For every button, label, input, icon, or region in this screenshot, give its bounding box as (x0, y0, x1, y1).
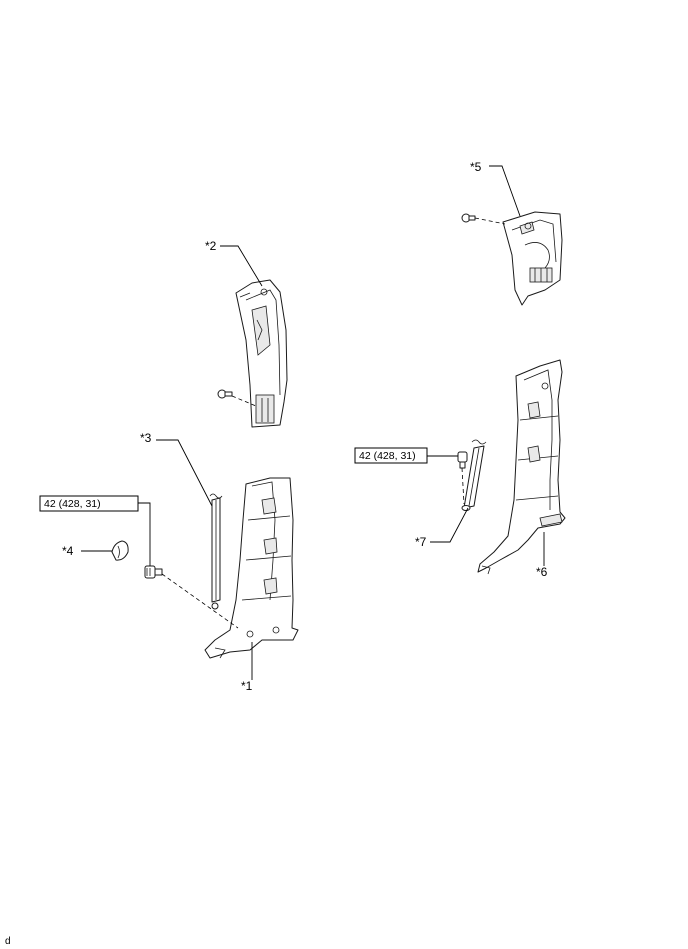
torque-callout-left: 42 (428, 31) (39, 495, 139, 512)
upper-garnish-part5 (502, 211, 563, 306)
torque-value-right: 42 (428, 31) (359, 450, 416, 462)
dashed-guide-part2 (231, 395, 257, 407)
leader-part7 (430, 507, 469, 543)
label-part1: *1 (241, 679, 253, 693)
clip-icon-part2 (217, 389, 233, 399)
upper-pillar-garnish-part2 (235, 279, 288, 428)
weatherstrip-part7 (461, 439, 487, 511)
label-part7: *7 (415, 535, 427, 549)
label-part4: *4 (62, 544, 74, 558)
cap-icon-part4 (111, 540, 129, 561)
leader-part2 (220, 245, 263, 287)
label-part3: *3 (140, 431, 152, 445)
label-part6: *6 (536, 565, 548, 579)
dashed-guide-part5 (474, 217, 506, 225)
bolt-icon-right (457, 451, 468, 469)
lower-garnish-part6 (477, 359, 566, 575)
clip-icon-part5 (461, 213, 476, 223)
leader-torque-left (138, 502, 151, 566)
torque-callout-right: 42 (428, 31) (354, 447, 428, 464)
bolt-icon-left (144, 565, 163, 579)
corner-mark: d (5, 936, 11, 947)
leader-part5 (489, 165, 521, 217)
lower-pillar-garnish-part1 (204, 477, 299, 659)
dashed-guide-bolt-left (161, 573, 239, 629)
label-part2: *2 (205, 239, 217, 253)
leader-part3 (156, 439, 213, 507)
dashed-guide-bolt-right (461, 467, 465, 505)
torque-value-left: 42 (428, 31) (44, 498, 101, 510)
weatherstrip-part3 (209, 493, 223, 610)
label-part5: *5 (470, 160, 482, 174)
